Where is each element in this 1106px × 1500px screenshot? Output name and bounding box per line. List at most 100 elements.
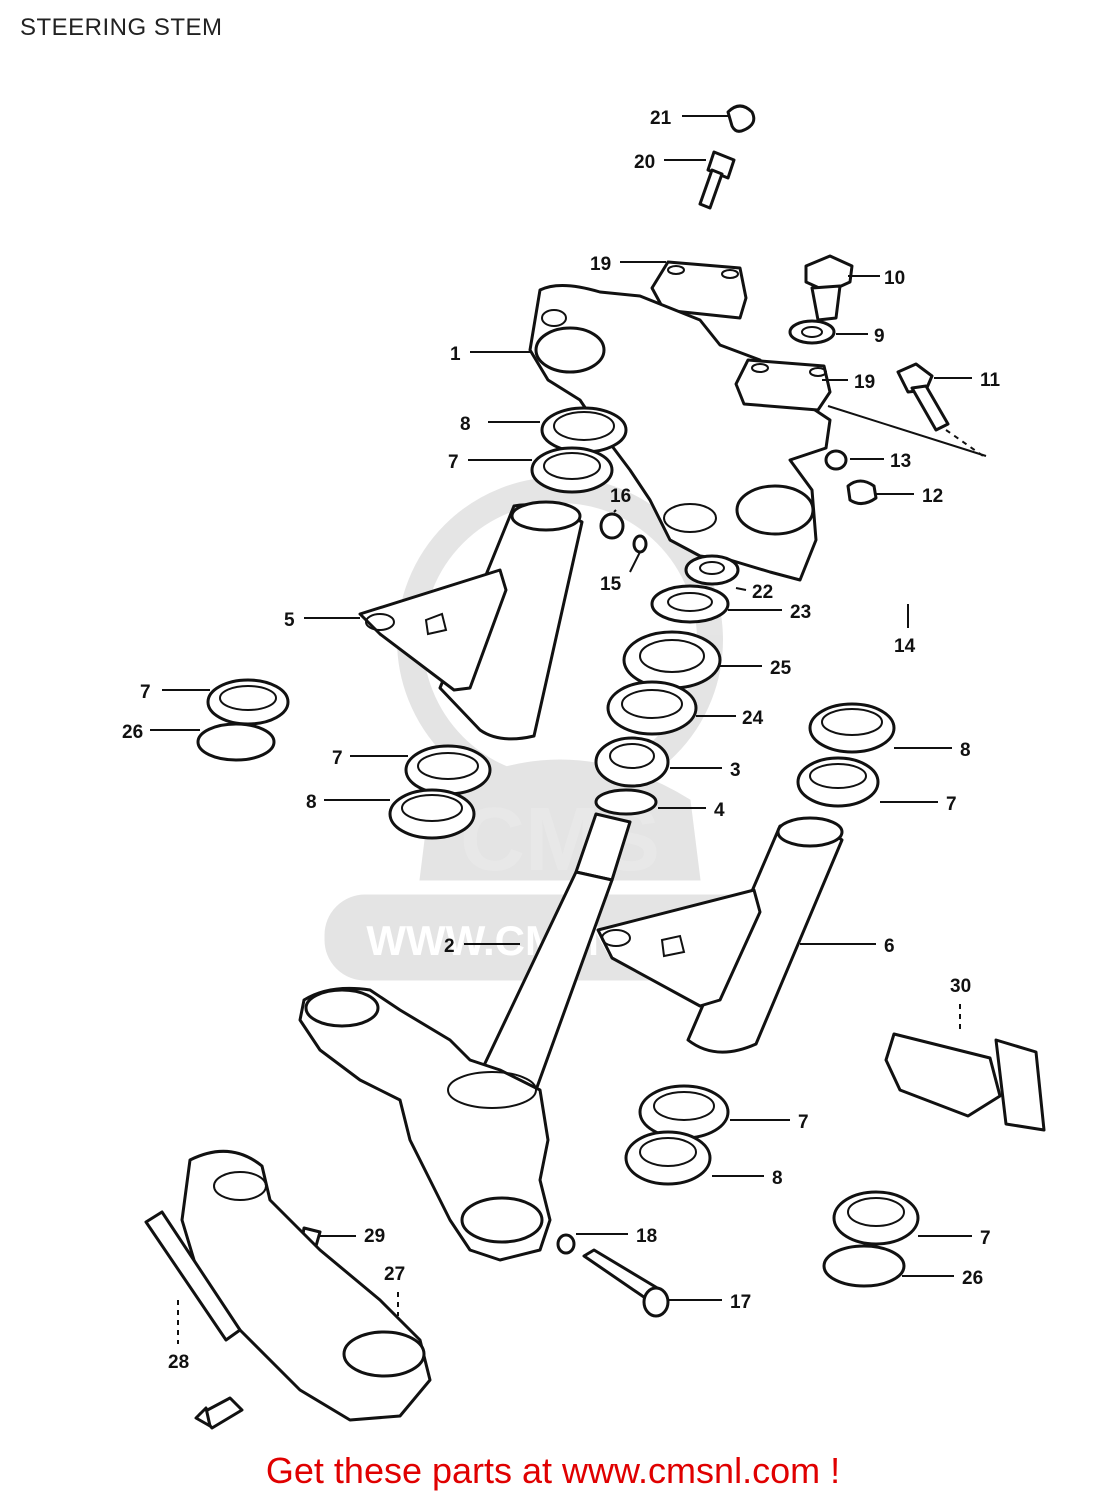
callout-number: 12 — [922, 486, 943, 507]
callout-number: 8 — [960, 740, 971, 761]
callout-number: 27 — [384, 1264, 405, 1285]
part-20-bolt — [698, 150, 736, 210]
callout-number: 25 — [770, 658, 792, 679]
part-9-washer — [788, 319, 836, 345]
callout-number: 5 — [284, 610, 295, 631]
callout-c21: 21 — [650, 108, 728, 129]
callout-number: 8 — [772, 1168, 783, 1189]
callout-c19a: 19 — [590, 254, 666, 275]
callout-c1: 1 — [450, 344, 530, 365]
callout-number: 7 — [798, 1112, 809, 1133]
callout-number: 10 — [884, 268, 905, 289]
callout-number: 19 — [854, 372, 875, 393]
callout-c19b: 19 — [822, 372, 875, 393]
callout-number: 7 — [946, 794, 957, 815]
callout-c7d: 7 — [880, 794, 957, 815]
callout-number: 30 — [950, 976, 971, 997]
part-5-headlight-bracket — [358, 500, 584, 741]
callout-c7a: 7 — [448, 452, 532, 473]
callout-c7c: 7 — [332, 748, 408, 769]
part-19-lower-clamp — [734, 358, 832, 412]
callout-number: 8 — [306, 792, 317, 813]
callout-c7b: 7 — [140, 682, 210, 703]
callout-c16: 16 — [610, 486, 631, 513]
callout-c11: 11 — [934, 370, 1001, 391]
callout-c3: 3 — [670, 760, 741, 781]
callout-number: 17 — [730, 1292, 751, 1313]
part-26-spacer-lower-right — [822, 1244, 906, 1288]
callout-number: 26 — [122, 722, 143, 743]
callout-c27: 27 — [384, 1264, 405, 1316]
footer-advert[interactable]: Get these parts at www.cmsnl.com ! — [265, 1450, 841, 1491]
callout-leader-line — [735, 587, 747, 591]
part-3-bearing — [594, 736, 670, 788]
callout-c26a: 26 — [122, 722, 200, 743]
callout-number: 13 — [890, 451, 911, 472]
callout-c8d: 8 — [712, 1168, 783, 1189]
callout-c8b: 8 — [894, 740, 971, 761]
part-7-cushion-lower — [638, 1084, 730, 1140]
callout-c7f: 7 — [918, 1228, 991, 1249]
callout-number: 1 — [450, 344, 461, 365]
callout-c14: 14 — [894, 604, 916, 657]
callout-number: 19 — [590, 254, 611, 275]
callout-c22: 22 — [735, 582, 773, 603]
callout-c8a: 8 — [460, 414, 540, 435]
callout-c29: 29 — [318, 1226, 385, 1247]
callout-number: 15 — [600, 574, 622, 595]
part-4-race — [594, 788, 658, 816]
part-8-rubber-lower — [624, 1130, 712, 1186]
callout-number: 24 — [742, 708, 764, 729]
part-21-cap — [726, 104, 756, 133]
callout-c8c: 8 — [306, 792, 390, 813]
callout-c20: 20 — [634, 152, 706, 173]
callout-number: 14 — [894, 636, 916, 657]
part-24-bearing-race — [606, 680, 698, 736]
callout-c23: 23 — [728, 602, 811, 623]
callout-number: 29 — [364, 1226, 385, 1247]
part-27-lower-cover — [180, 1149, 432, 1422]
callout-leader-line — [613, 509, 617, 513]
part-26-spacer-left — [196, 722, 276, 762]
part-28-label-plate — [144, 1210, 242, 1342]
callout-number: 7 — [448, 452, 459, 473]
callout-number: 11 — [980, 370, 1001, 391]
part-18-clip — [556, 1233, 576, 1255]
callout-number: 4 — [714, 800, 725, 821]
part-7-cushion-left — [206, 678, 290, 726]
part-13-nut — [824, 449, 848, 471]
callout-c18: 18 — [576, 1226, 657, 1247]
part-10-bolt — [804, 254, 854, 322]
callout-leader-line — [629, 551, 641, 573]
callout-number: 7 — [980, 1228, 991, 1249]
callout-number: 18 — [636, 1226, 657, 1247]
callout-c28: 28 — [168, 1300, 189, 1373]
part-8-rubber-upper — [540, 406, 628, 454]
part-12-cap-nut — [846, 479, 878, 505]
callout-number: 16 — [610, 486, 631, 507]
front-arrow-icon — [194, 1396, 244, 1430]
callout-c24: 24 — [696, 708, 764, 729]
callout-c2: 2 — [444, 936, 520, 957]
callout-number: 20 — [634, 152, 655, 173]
callout-number: 9 — [874, 326, 885, 347]
callout-number: 21 — [650, 108, 672, 129]
part-7-cushion-mid — [404, 744, 492, 796]
callout-c9: 9 — [836, 326, 885, 347]
page-title: STEERING STEM — [20, 14, 223, 41]
part-11-bolt — [896, 362, 950, 432]
callout-number: 23 — [790, 602, 811, 623]
part-30-steering-lock — [884, 1032, 1046, 1132]
callout-number: 26 — [962, 1268, 983, 1289]
part-7-cushion-upper — [530, 446, 614, 494]
callout-c15: 15 — [600, 551, 641, 595]
part-17-bolt — [582, 1248, 670, 1318]
part-7-cushion-lower-right — [832, 1190, 920, 1246]
callout-c17: 17 — [668, 1292, 751, 1313]
callout-c10: 10 — [848, 268, 905, 289]
callout-number: 2 — [444, 936, 455, 957]
callout-c26b: 26 — [902, 1268, 983, 1289]
part-2-steering-stem — [298, 812, 632, 1262]
